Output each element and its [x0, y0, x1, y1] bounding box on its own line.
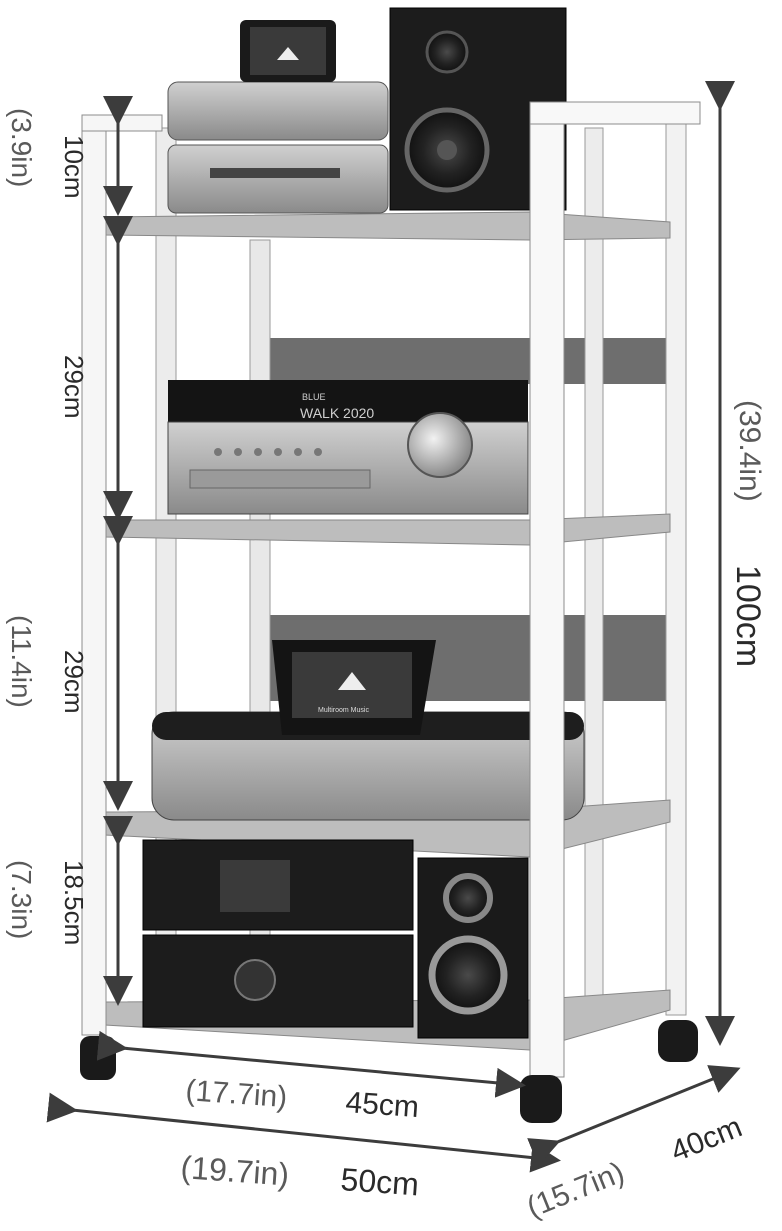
top-tablet: [240, 20, 336, 82]
label-depth-cm: 40cm: [666, 1110, 746, 1168]
tablet-caption: Multiroom Music: [318, 707, 369, 714]
bottom-speaker: [417, 857, 529, 1039]
label-gap-3-cm: 29cm: [59, 650, 89, 714]
label-gap-top-in: (3.9in): [6, 108, 37, 187]
label-gap-2-cm: 29cm: [59, 355, 89, 419]
label-gap-bottom-cm: 18.5cm: [59, 860, 89, 945]
receiver-display: WALK 2020: [300, 405, 374, 421]
label-inner-width-in: (17.7in): [185, 1074, 289, 1114]
av-receiver: BLUE WALK 2020: [167, 380, 529, 515]
label-outer-width-cm: 50cm: [340, 1161, 421, 1202]
streamer-tablet: Multiroom Music: [272, 640, 436, 735]
label-height-cm: 100cm: [729, 565, 767, 667]
label-inner-width-cm: 45cm: [345, 1086, 420, 1124]
label-height-in: (39.4in): [733, 400, 766, 502]
dimension-arrows: [46, 81, 741, 1173]
label-gap-top-cm: 10cm: [59, 135, 89, 199]
front-posts: [81, 101, 701, 1078]
label-depth-in: (15.7in): [522, 1156, 629, 1225]
label-outer-width-in: (19.7in): [180, 1149, 291, 1192]
top-cd-player: [167, 81, 389, 214]
receiver-brand: BLUE: [302, 392, 326, 402]
label-gap-3-in: (11.4in): [6, 615, 37, 708]
label-gap-bottom-in: (7.3in): [6, 860, 37, 939]
bottom-amplifiers: [142, 839, 414, 1028]
